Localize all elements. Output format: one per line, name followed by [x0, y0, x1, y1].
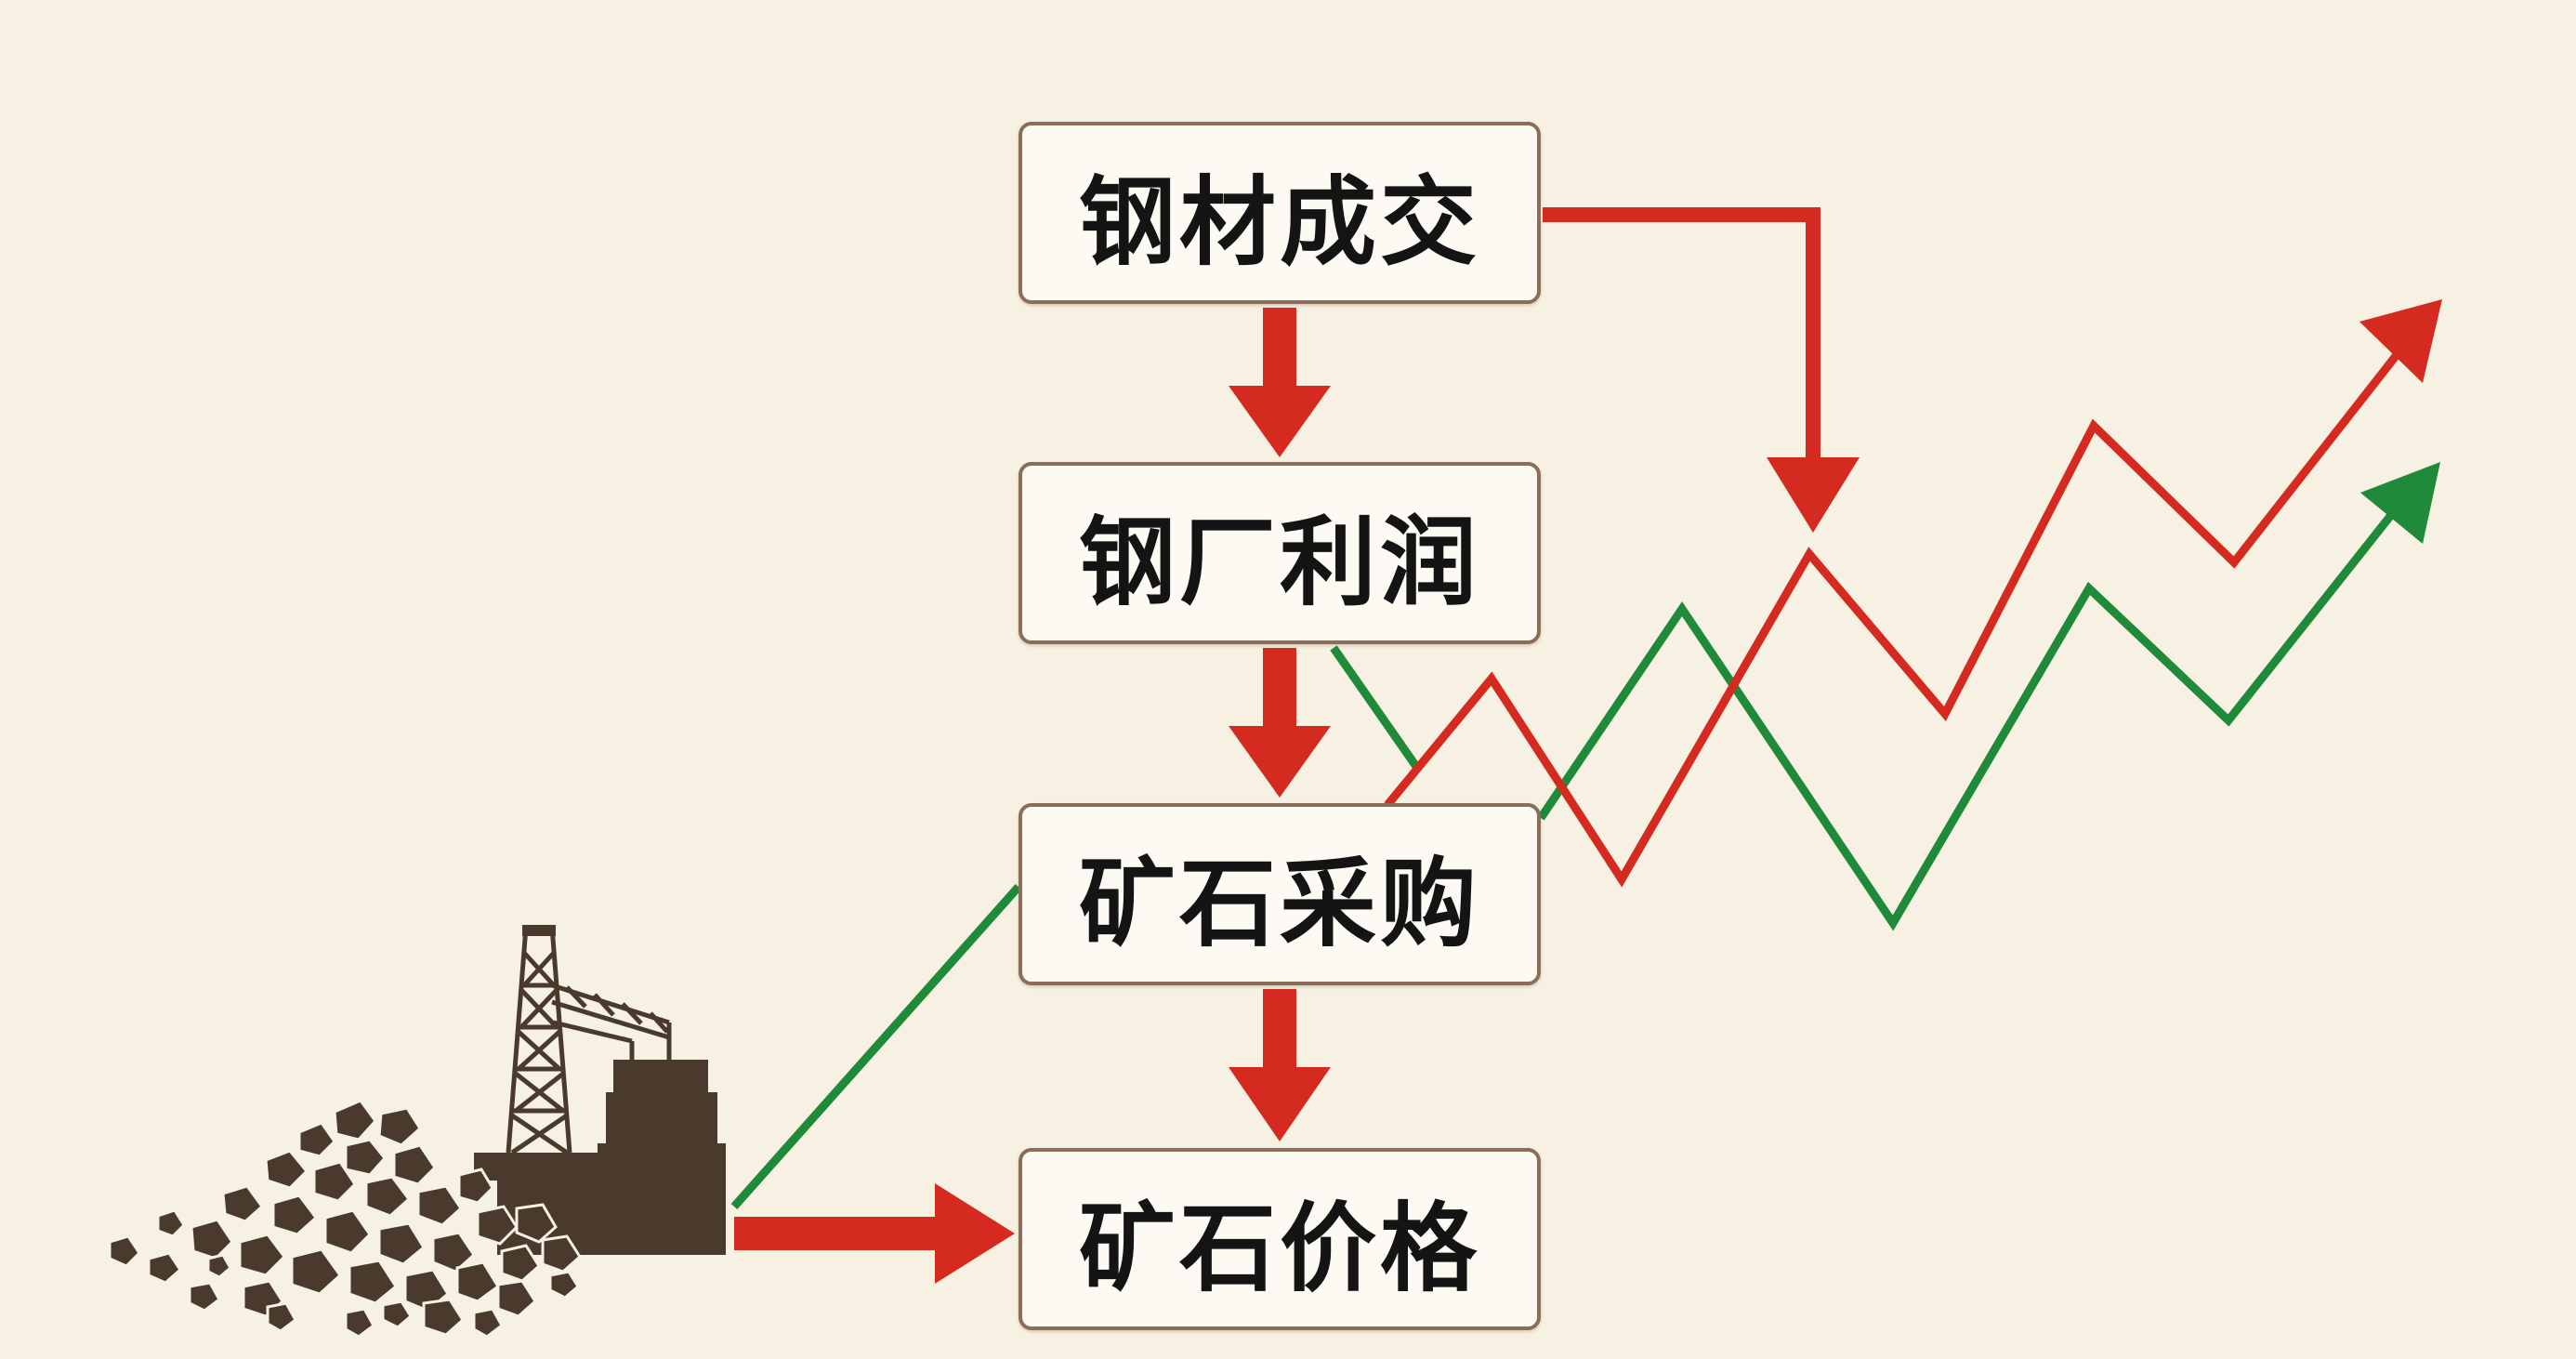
steel-trade-to-trend-arrow [1543, 207, 1860, 533]
node-label: 矿石价格 [1078, 1191, 1480, 1305]
mine-facility-icon [474, 925, 726, 1255]
green-arrowhead [2360, 462, 2440, 544]
ore-pile-icon [108, 1099, 582, 1339]
arrow-profit-to-purchase [1229, 648, 1331, 798]
red-arrowhead [2359, 299, 2442, 383]
arrow-steel-to-profit [1229, 308, 1331, 457]
node-ore-price: 矿石价格 [1019, 1148, 1541, 1330]
node-steel-trade: 钢材成交 [1019, 122, 1541, 304]
node-ore-purchase: 矿石采购 [1019, 803, 1541, 985]
node-mill-profit: 钢厂利润 [1019, 462, 1541, 644]
green-trend-line [730, 462, 2440, 1209]
arrow-purchase-to-price [1229, 989, 1331, 1141]
node-label: 钢材成交 [1078, 165, 1480, 279]
arrow-mine-to-price [734, 1183, 1015, 1284]
node-label: 矿石采购 [1078, 846, 1480, 960]
node-label: 钢厂利润 [1078, 505, 1480, 619]
red-trend-line [1384, 299, 2442, 888]
